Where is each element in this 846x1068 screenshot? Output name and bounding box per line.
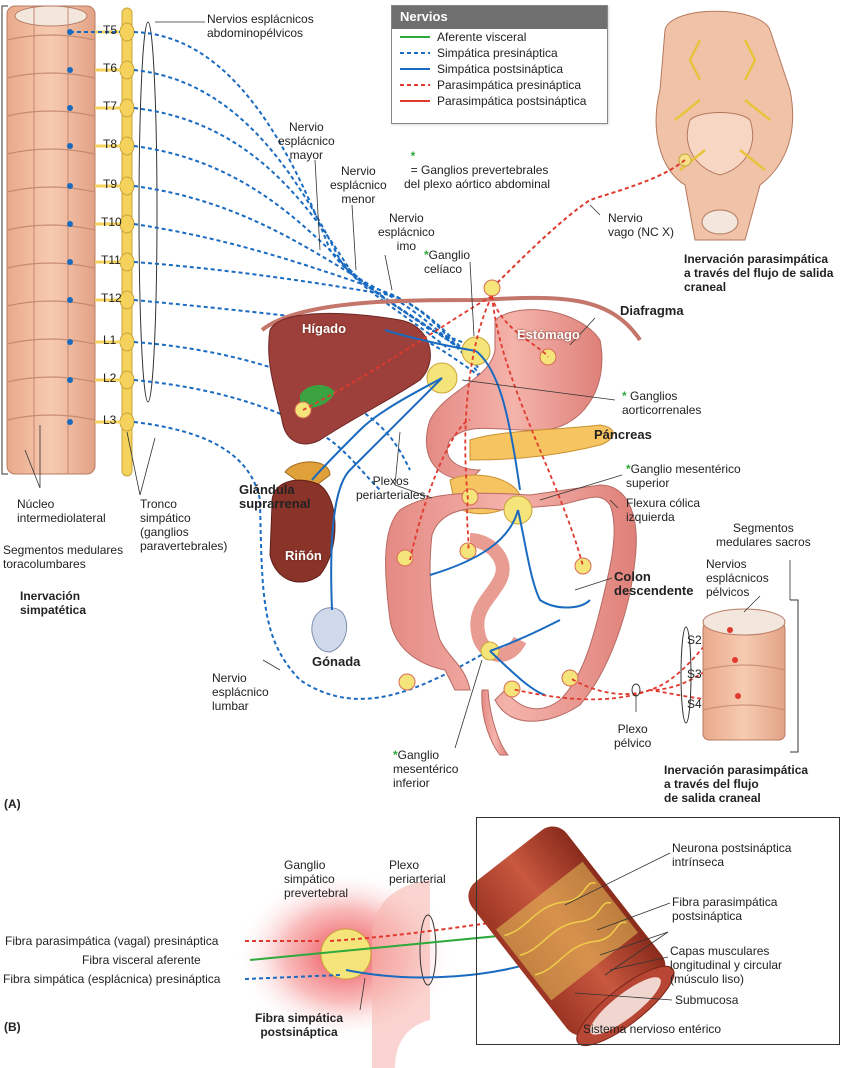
label-tronco-simpatico: Tronco simpático (ganglios paravertebral… (140, 497, 228, 553)
level-t6: T6 (103, 61, 118, 75)
ganglio-mesenterico-superior-text: Ganglio mesentérico superior (626, 462, 741, 490)
level-l1: L1 (103, 333, 117, 347)
label-estomago: Estómago (517, 327, 580, 342)
label-gonada: Gónada (312, 654, 361, 669)
enteric-panel-box (476, 817, 840, 1045)
pancreas-shape (469, 424, 614, 461)
legend-label: Aferente visceral (437, 30, 527, 44)
label-higado: Hígado (302, 321, 347, 336)
diaphragm-shape (260, 295, 642, 342)
label-flexura-colica: Flexura cólica izquierda (626, 496, 701, 524)
panel-b-artwork (235, 826, 675, 1068)
label-esplacnico-imo: Nervio esplácnico imo (378, 211, 435, 253)
colon-shape (385, 484, 637, 756)
label-fibra-simpatica: Fibra simpática (esplácnica) presináptic… (3, 972, 221, 986)
label-inervacion-parasimpatica-craneal-bottom: Inervación parasimpática a través del fl… (664, 763, 809, 805)
sympathetic-trunk (95, 7, 158, 477)
label-sistema-enterico: Sistema nervioso entérico (583, 1022, 722, 1036)
intermediolateral-neurons (67, 29, 73, 425)
thoracolumbar-spinal-cord (6, 5, 96, 475)
legend-item-sympathetic-pre: Simpática presináptica (392, 45, 607, 61)
legend-item-parasympathetic-pre: Parasimpática presináptica (392, 77, 607, 93)
label-nervios-esplacnicos-pelvicos: Nervios esplácnicos pélvicos (706, 557, 769, 599)
level-t8: T8 (103, 137, 118, 151)
label-plexo-periarterial: Plexo periarterial (389, 858, 446, 886)
prevertebral-text: = Ganglios prevertebrales del plexo aórt… (404, 163, 551, 191)
legend-label: Simpática presináptica (437, 46, 558, 60)
level-t11: T11 (101, 253, 121, 267)
legend-item-parasympathetic-post: Parasimpática postsináptica (392, 93, 607, 109)
legend-label: Simpática postsináptica (437, 62, 564, 76)
label-capas-musculares: Capas musculares longitudinal y circular… (670, 944, 783, 986)
label-rinon: Riñón (285, 548, 322, 563)
label-segmentos-toracolumbares: Segmentos medulares toracolumbares (3, 543, 124, 571)
label-submucosa: Submucosa (675, 993, 739, 1007)
level-t10: T10 (101, 215, 122, 229)
label-glandula-suprarrenal: Glándula suprarrenal (239, 482, 311, 511)
level-t7: T7 (103, 99, 118, 113)
label-pancreas: Páncreas (594, 427, 652, 442)
ganglio-mesenterico-inferior-text: Ganglio mesentérico inferior (393, 748, 459, 790)
label-neurona-postsinaptica: Neurona postsináptica intrínseca (672, 841, 792, 869)
label-esplacnico-menor: Nervio esplácnico menor (330, 164, 387, 206)
legend-label: Parasimpática postsináptica (437, 94, 587, 108)
label-ganglio-mesenterico-inferior: *Ganglio mesentérico inferior (393, 748, 459, 790)
label-ganglio-celiaco: *Ganglio celíaco (424, 248, 471, 276)
label-fibra-parasimpatica: Fibra parasimpática (vagal) presináptica (5, 934, 219, 948)
label-nucleo-intermediolateral: Núcleo intermediolateral (17, 497, 106, 525)
label-fibra-parasimpatica-post: Fibra parasimpática postsináptica (672, 895, 778, 923)
label-diafragma: Diafragma (620, 303, 684, 318)
gallbladder-shape (300, 384, 335, 408)
panel-a-label: (A) (4, 797, 21, 811)
level-s2: S2 (687, 633, 702, 647)
label-plexo-pelvico: Plexo pélvico (614, 722, 652, 750)
label-esplacnico-mayor: Nervio esplácnico mayor (278, 120, 335, 162)
level-t12: T12 (101, 291, 122, 305)
kidney-shape (269, 479, 336, 583)
stomach-shape (425, 309, 603, 481)
legend-item-sympathetic-post: Simpática postsináptica (392, 61, 607, 77)
panel-b-label: (B) (4, 1020, 21, 1034)
level-s4: S4 (687, 697, 702, 711)
level-t9: T9 (103, 177, 118, 191)
legend-item-visceral-afferent: Aferente visceral (392, 29, 607, 45)
level-l3: L3 (103, 413, 117, 427)
sacral-bracket (790, 599, 799, 753)
liver-shape (268, 312, 431, 445)
brainstem (655, 10, 794, 241)
label-nervio-esplacnico-lumbar: Nervio esplácnico lumbar (212, 671, 269, 713)
label-esplacnicos-abdominopelvicos: Nervios esplácnicos abdominopélvicos (207, 12, 314, 40)
label-plexos-periarteriales: Plexos periarteriales (356, 474, 426, 502)
legend: Nervios Aferente visceral Simpática pres… (391, 5, 608, 124)
ganglios-aorticorrenales-text: Ganglios aorticorrenales (622, 389, 702, 417)
gonad-shape (311, 607, 348, 653)
level-t5: T5 (103, 23, 118, 37)
thoracolumbar-bracket (1, 5, 8, 475)
label-ganglio-prevertebral: Ganglio simpático prevertebral (284, 858, 349, 900)
legend-label: Parasimpática presináptica (437, 78, 582, 92)
ganglio-celiaco-text: Ganglio celíaco (424, 248, 471, 276)
label-inervacion-parasimpatica-craneal: Inervación parasimpática a través del fl… (684, 252, 834, 294)
legend-title: Nervios (392, 6, 607, 29)
label-inervacion-simpatica: Inervación simpatética (20, 589, 87, 617)
label-fibra-visceral: Fibra visceral aferente (82, 953, 201, 967)
label-segmentos-sacros: Segmentos medulares sacros (716, 521, 811, 549)
label-nervio-vago: Nervio vago (NC X) (608, 211, 675, 239)
level-s3: S3 (687, 667, 702, 681)
sacral-spinal-cord (631, 608, 786, 741)
label-colon-descendente: Colon descendente (614, 569, 694, 598)
prevertebral-note: * = Ganglios prevertebrales del plexo aó… (404, 135, 550, 191)
label-fibra-simpatica-post: Fibra simpática postsináptica (255, 1011, 344, 1039)
label-ganglio-mesenterico-superior: *Ganglio mesentérico superior (626, 462, 741, 490)
prevertebral-star: * (410, 149, 416, 163)
sympathetic-postsynaptic-nerves (311, 329, 591, 696)
vagus-nerve (489, 159, 686, 291)
level-l2: L2 (103, 371, 117, 385)
adrenal-shape (284, 461, 331, 491)
label-ganglios-aorticorrenales: * Ganglios aorticorrenales (622, 389, 702, 417)
